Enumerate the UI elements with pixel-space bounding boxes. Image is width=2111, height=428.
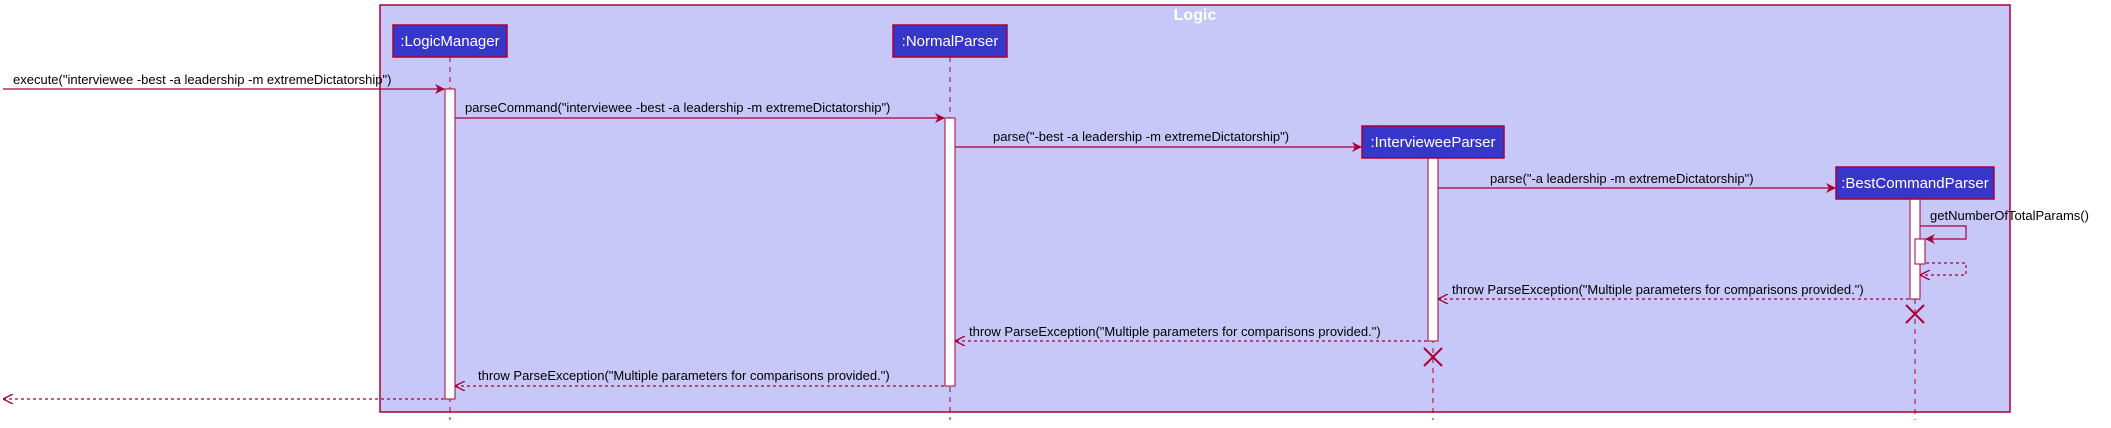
frame-title: Logic <box>1174 7 1217 24</box>
participant-interviewee-parser-box <box>1361 125 1505 159</box>
activation-interviewee-parser <box>1427 157 1439 342</box>
message-throw-1-label: throw ParseException("Multiple parameter… <box>1452 282 1864 297</box>
participant-normal-parser: :NormalParser <box>902 33 999 50</box>
participant-best-command-parser-box <box>1835 166 1995 200</box>
message-parse-best-label: parse("-best -a leadership -m extremeDic… <box>993 129 1289 144</box>
destroy-interviewee-parser-icon <box>1423 347 1443 367</box>
message-get-number-arrow <box>1920 225 1967 244</box>
logic-frame <box>379 4 2011 413</box>
message-get-number-return-arrow <box>1921 262 1967 275</box>
participant-best-command-parser: :BestCommandParser <box>1841 175 1989 192</box>
destroy-best-command-parser-icon <box>1905 304 1925 324</box>
message-parse-command-label: parseCommand("interviewee -best -a leade… <box>465 100 890 115</box>
message-parse-a-label: parse("-a leadership -m extremeDictators… <box>1490 171 1754 186</box>
activation-best-command-parser-nested <box>1914 238 1926 265</box>
message-execute-label: execute("interviewee -best -a leadership… <box>13 72 391 87</box>
message-throw-3-label: throw ParseException("Multiple parameter… <box>478 368 890 383</box>
activation-normal-parser <box>944 117 956 387</box>
message-get-number-label: getNumberOfTotalParams() <box>1930 208 2089 223</box>
participant-logic-manager: :LogicManager <box>400 33 499 50</box>
participant-normal-parser-box <box>892 24 1008 58</box>
participant-logic-manager-box <box>392 24 508 58</box>
message-throw-2-label: throw ParseException("Multiple parameter… <box>969 324 1381 339</box>
participant-interviewee-parser: :IntervieweeParser <box>1370 134 1495 151</box>
activation-logic-manager <box>444 88 456 400</box>
